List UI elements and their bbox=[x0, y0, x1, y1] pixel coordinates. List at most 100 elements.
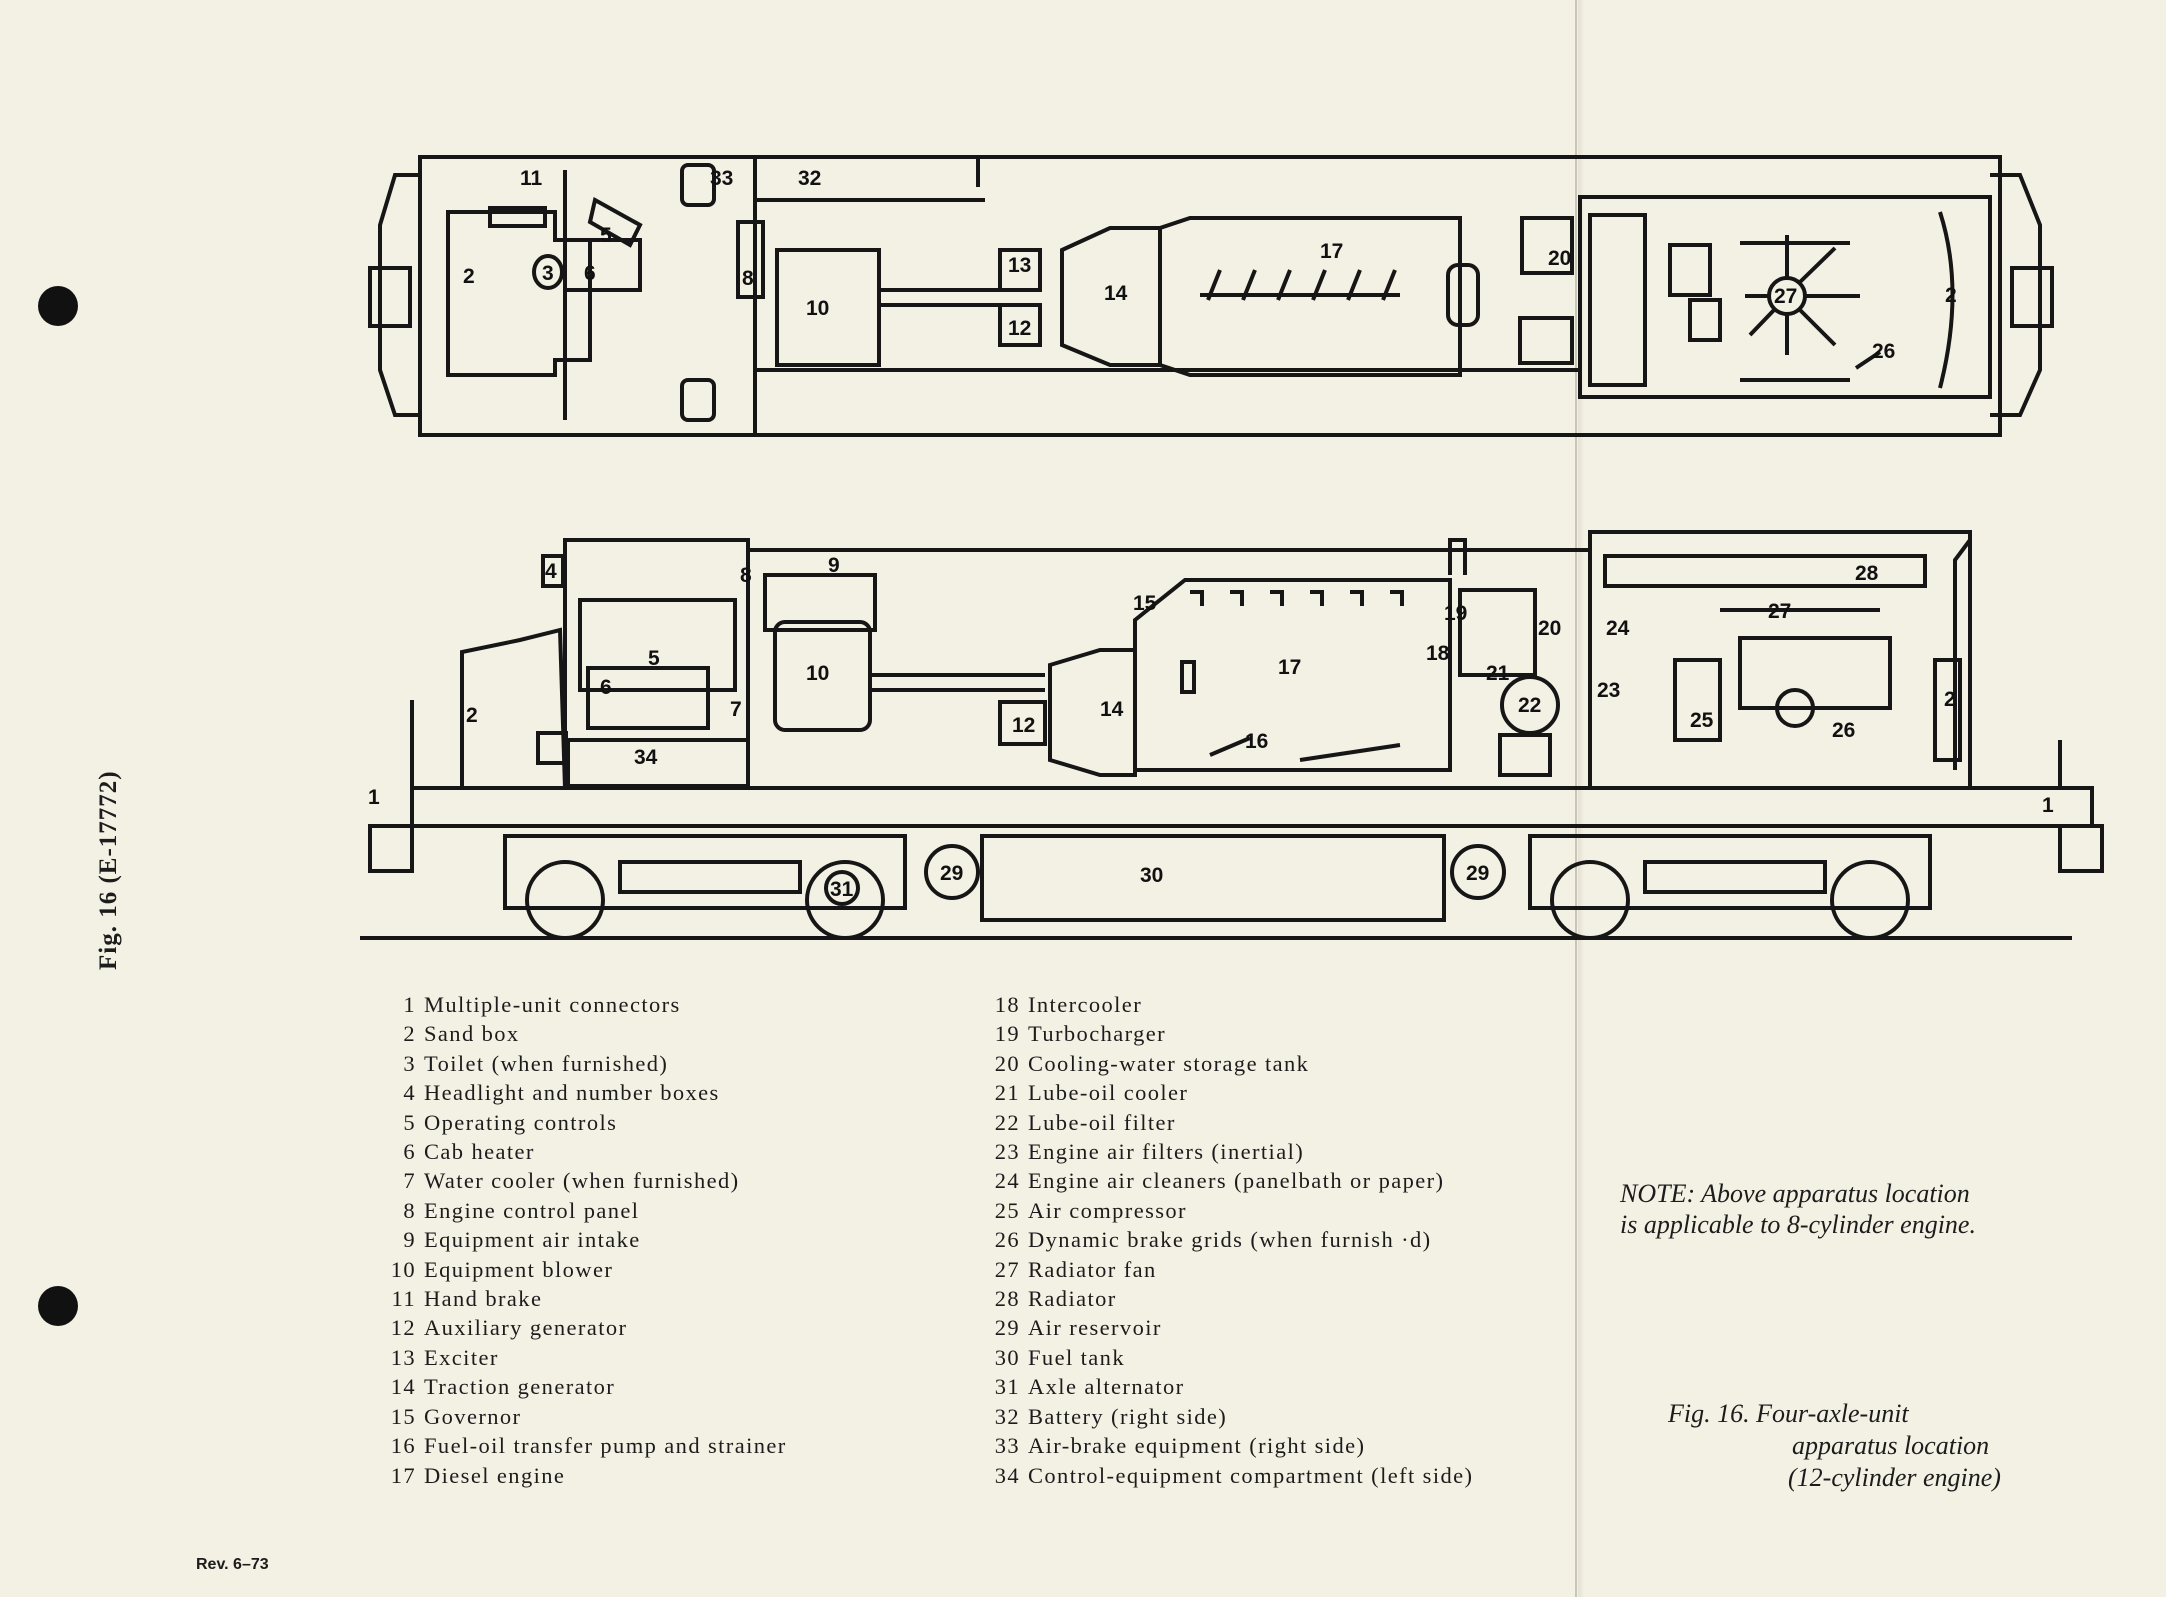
side-truck-bolster bbox=[1643, 860, 1827, 894]
legend-item-number: 31 bbox=[994, 1374, 1020, 1400]
callout-number: 12 bbox=[1012, 714, 1035, 737]
plan-right-coupler bbox=[2010, 266, 2054, 328]
legend-item-text: Multiple-unit connectors bbox=[424, 992, 681, 1017]
legend-item-text: Axle alternator bbox=[1028, 1374, 1185, 1400]
callout-number: 19 bbox=[1444, 602, 1467, 625]
side-short-hood bbox=[460, 627, 567, 789]
legend-item-text: Cab heater bbox=[424, 1139, 535, 1165]
plan-right-end bbox=[1990, 173, 2042, 417]
legend-item-number: 25 bbox=[994, 1197, 1020, 1223]
legend-item-number: 7 bbox=[403, 1168, 416, 1194]
callout-number: 14 bbox=[1104, 282, 1128, 305]
legend-item-number: 33 bbox=[994, 1433, 1020, 1459]
callout-number: 10 bbox=[806, 297, 829, 320]
legend-item-text: Fuel tank bbox=[1028, 1344, 1125, 1370]
legend-item-number: 19 bbox=[994, 1021, 1020, 1047]
legend-item-number: 27 bbox=[994, 1256, 1020, 1282]
side-operating-controls bbox=[586, 666, 710, 730]
plan-leader-line bbox=[1854, 350, 1882, 370]
page-fold-line bbox=[1575, 0, 1577, 1597]
callout-number: 10 bbox=[806, 662, 829, 685]
callout-number: 21 bbox=[1486, 662, 1510, 685]
side-view bbox=[360, 530, 2104, 940]
callout-number: 17 bbox=[1278, 656, 1301, 679]
callout-number: 16 bbox=[1245, 730, 1268, 753]
plan-handbrake-icon bbox=[488, 206, 547, 228]
side-cab-window bbox=[578, 598, 737, 692]
side-engine-heads bbox=[1190, 590, 1404, 606]
revision-label: Rev. 6–73 bbox=[196, 1556, 269, 1573]
legend-item-text: Dynamic brake grids (when furnish ·d) bbox=[1028, 1227, 1432, 1253]
side-exhaust-stack bbox=[1448, 538, 1467, 575]
callout-number: 1 bbox=[368, 786, 380, 809]
legend-item-text: Water cooler (when furnished) bbox=[424, 1168, 740, 1194]
legend-item-text: Equipment blower bbox=[424, 1256, 614, 1282]
callout-number: 1 bbox=[2042, 794, 2054, 817]
plan-radiator-fan-blades bbox=[1745, 235, 1860, 355]
legend-item-number: 18 bbox=[994, 992, 1020, 1017]
legend-item-text: Control-equipment compartment (left side… bbox=[1028, 1462, 1474, 1488]
callout-number: 9 bbox=[828, 554, 840, 577]
callout-number: 14 bbox=[1100, 698, 1124, 721]
plan-turbocharger bbox=[1446, 263, 1480, 327]
callout-number: 7 bbox=[730, 698, 742, 721]
plan-exciter bbox=[998, 248, 1042, 292]
callout-number: 25 bbox=[1690, 709, 1714, 732]
punch-hole-icon bbox=[38, 1286, 78, 1326]
callout-number: 2 bbox=[1944, 688, 1956, 711]
page-fold-shadow bbox=[1578, 0, 1584, 1597]
side-truck-bolster bbox=[618, 860, 802, 894]
side-traction-generator bbox=[1048, 648, 1137, 777]
side-wheel bbox=[1550, 860, 1630, 940]
caption-line: (12-cylinder engine) bbox=[1788, 1463, 2001, 1492]
legend-item-number: 32 bbox=[994, 1403, 1020, 1429]
legend-item-number: 16 bbox=[390, 1433, 416, 1459]
locomotive-diagram: 11 2 3 6 5 33 32 8 10 13 12 14 17 20 27 … bbox=[360, 155, 2104, 940]
legend-item: 19 Turbocharger bbox=[982, 1019, 1473, 1048]
legend-item-text: Radiator fan bbox=[1028, 1256, 1157, 1282]
side-aux-generator bbox=[998, 700, 1047, 746]
plan-water-tank bbox=[1520, 216, 1574, 275]
callout-number: 23 bbox=[1597, 679, 1620, 702]
legend-item-number: 2 bbox=[403, 1021, 416, 1047]
callout-number: 6 bbox=[600, 676, 612, 699]
callout-number: 2 bbox=[466, 704, 478, 727]
legend-item-number: 6 bbox=[403, 1139, 416, 1165]
side-axle-alternator bbox=[824, 870, 860, 906]
legend-item-number: 34 bbox=[994, 1462, 1020, 1488]
side-fuel-pump bbox=[1209, 736, 1401, 762]
plan-air-compressor-base bbox=[1688, 298, 1722, 342]
legend-item-number: 28 bbox=[994, 1286, 1020, 1312]
note-line: is applicable to 8-cylinder engine. bbox=[1620, 1210, 1976, 1239]
callout-number: 29 bbox=[1466, 862, 1489, 885]
plan-radiator-core bbox=[1588, 213, 1647, 387]
side-dynamic-brake-grids bbox=[1738, 636, 1892, 710]
callout-number: 24 bbox=[1606, 617, 1630, 640]
figure-caption: Fig. 16. Four-axle-unit apparatus locati… bbox=[1668, 1398, 2001, 1494]
note-text: NOTE: Above apparatus location is applic… bbox=[1620, 1178, 1976, 1240]
side-air-reservoir-front bbox=[924, 844, 980, 900]
plan-control-panel bbox=[736, 220, 765, 299]
legend-item-text: Equipment air intake bbox=[424, 1227, 641, 1253]
legend-item-text: Turbocharger bbox=[1028, 1021, 1167, 1047]
plan-left-coupler bbox=[368, 266, 412, 328]
callout-number: 18 bbox=[1426, 642, 1450, 665]
plan-diesel-engine bbox=[1159, 216, 1462, 377]
callout-number: 13 bbox=[1008, 254, 1031, 277]
legend-item-text: Intercooler bbox=[1028, 992, 1143, 1017]
legend-item-number: 5 bbox=[403, 1109, 416, 1135]
side-headlight-box bbox=[541, 554, 565, 588]
legend-item-number: 4 bbox=[403, 1080, 416, 1106]
